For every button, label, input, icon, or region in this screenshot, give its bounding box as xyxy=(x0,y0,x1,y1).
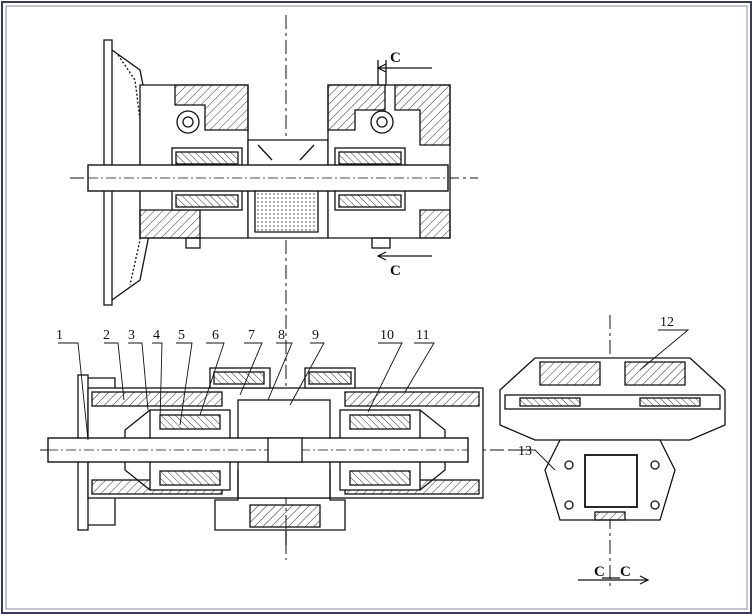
inner-frame xyxy=(5,5,748,610)
section-label-bottom-right: C xyxy=(620,564,631,580)
side-callout-leaders xyxy=(510,329,690,471)
callout-5: 5 xyxy=(178,328,185,343)
callout-7: 7 xyxy=(248,328,255,343)
section-label-bottom-left: C xyxy=(594,564,605,580)
callout-1: 1 xyxy=(56,328,63,343)
section-label-top-upper: C xyxy=(390,50,401,66)
callout-6: 6 xyxy=(212,328,219,343)
callout-2: 2 xyxy=(103,328,110,343)
top-pump-view xyxy=(70,15,478,560)
callout-4: 4 xyxy=(153,328,160,343)
callout-10: 10 xyxy=(380,328,394,343)
callout-8: 8 xyxy=(278,328,285,343)
section-cut-side xyxy=(578,575,650,585)
section-cut-top xyxy=(376,63,432,261)
callout-leaders xyxy=(58,342,435,441)
bottom-pump-view xyxy=(40,367,520,545)
callout-13: 13 xyxy=(518,444,532,459)
section-label-top-lower: C xyxy=(390,263,401,279)
callout-11: 11 xyxy=(416,328,429,343)
callout-3: 3 xyxy=(128,328,135,343)
side-section-view xyxy=(499,315,726,590)
callout-9: 9 xyxy=(312,328,319,343)
callout-labels: 1 2 3 4 5 6 7 8 9 10 11 12 13 xyxy=(56,315,674,459)
callout-12: 12 xyxy=(660,315,674,330)
